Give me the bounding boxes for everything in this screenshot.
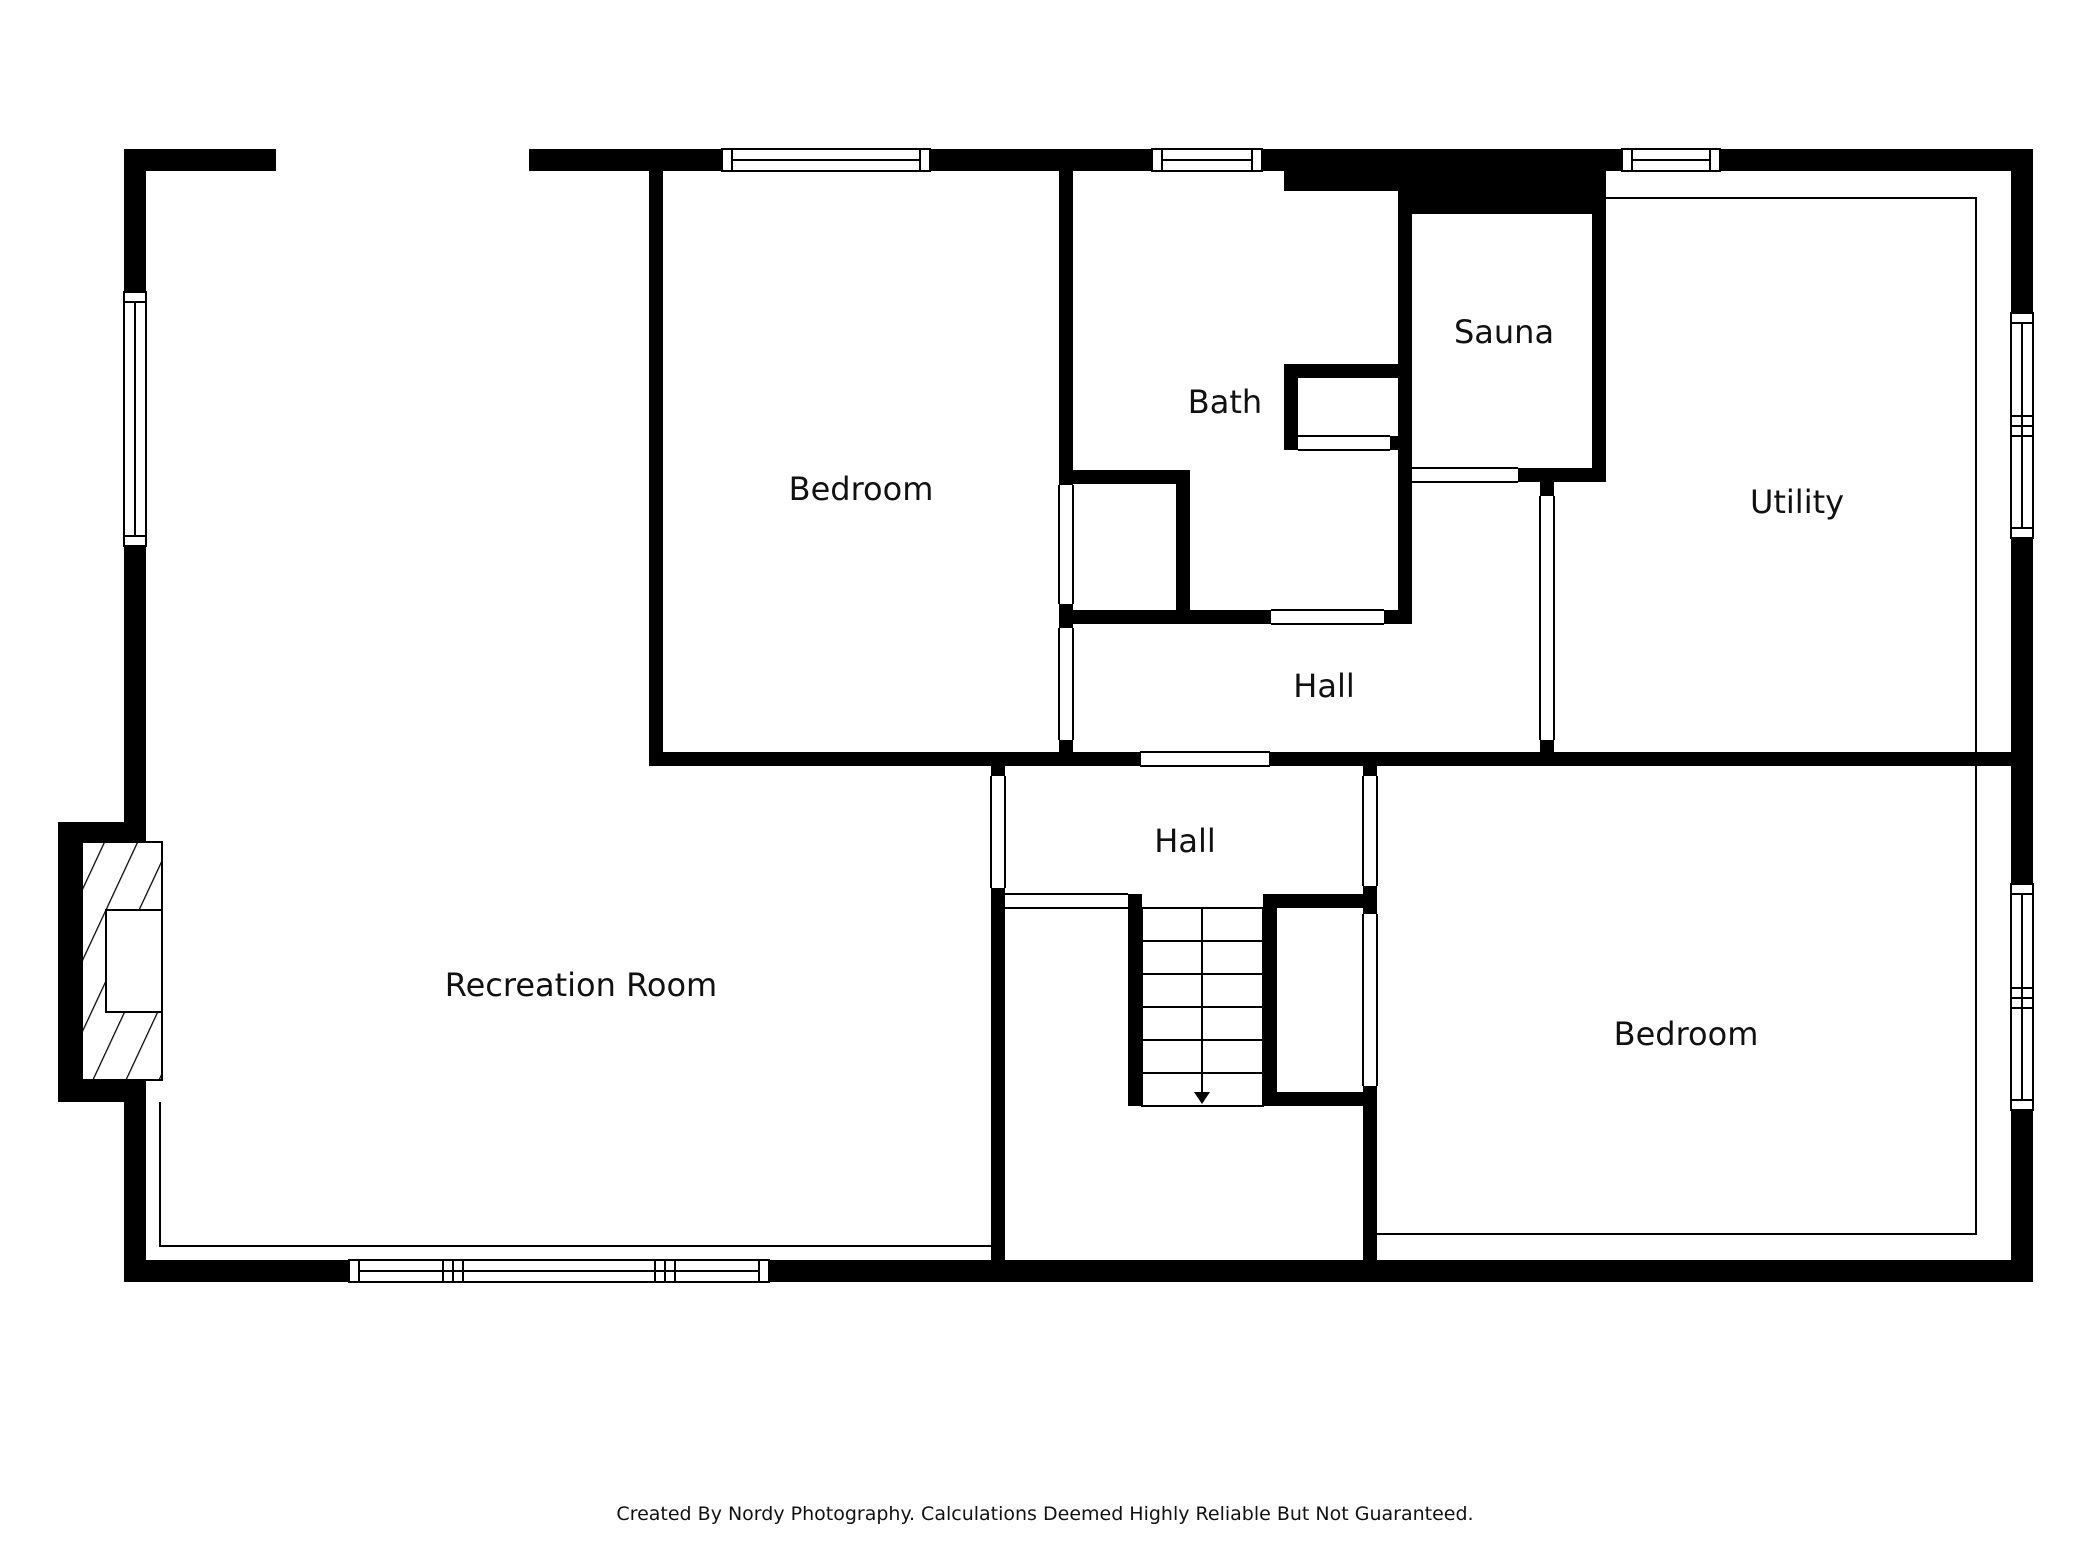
lower-hall-left-wall-lower — [991, 888, 1005, 1282]
utility-left-wall — [1540, 482, 1554, 496]
label-bath: Bath — [1188, 383, 1262, 421]
label-hall-upper: Hall — [1293, 667, 1354, 705]
footer-credit: Created By Nordy Photography. Calculatio… — [616, 1503, 1473, 1525]
bottom-window-frame — [348, 1259, 770, 1283]
top-window-bath-frame — [1151, 148, 1263, 172]
chimney-block-lower — [1400, 149, 1606, 214]
sauna-left-wall — [1398, 190, 1412, 624]
lower-hall-right-wall-lower — [1363, 1086, 1377, 1282]
fireplace-firebox — [105, 909, 163, 1013]
wall-rec-bedroom — [649, 160, 663, 766]
opening-masks — [1141, 611, 1383, 765]
bath-bottom-wall — [1059, 610, 1271, 624]
bath-niche-left — [1284, 364, 1298, 450]
utility-left-wall-lower — [1540, 740, 1554, 766]
bath-niche-stub — [1390, 436, 1404, 450]
top-window-utility-frame — [1621, 148, 1721, 172]
label-bedroom-lower: Bedroom — [1614, 1015, 1759, 1053]
interior-walls — [649, 160, 2011, 1282]
interior-trim — [159, 197, 1977, 1247]
bedroom-lower-inner-outline — [1377, 766, 1977, 1235]
label-hall-lower: Hall — [1154, 822, 1215, 860]
window-frames — [123, 148, 2034, 1283]
bath-niche-top — [1284, 364, 1404, 378]
room-labels: Recreation Room Bedroom Bath Sauna Utili… — [445, 313, 1844, 1053]
fireplace — [58, 822, 163, 1102]
top-opening-rec-room — [276, 149, 529, 171]
sauna-right-wall — [1592, 190, 1606, 482]
label-recreation-room: Recreation Room — [445, 966, 717, 1004]
closet-top-wall — [1059, 470, 1190, 484]
hall-connector-opening — [1141, 753, 1269, 765]
label-sauna: Sauna — [1454, 313, 1554, 351]
closet-stair-bottom — [1263, 1092, 1377, 1106]
bath-top-inner — [1284, 171, 1404, 191]
closet-stair-left — [1263, 894, 1277, 1106]
wall-mid-horizontal — [649, 752, 2011, 766]
closet-stair-top — [1263, 894, 1377, 908]
closet-right-wall — [1176, 470, 1190, 622]
sauna-bottom-wall-right — [1518, 468, 1606, 482]
bath-door-opening — [1272, 611, 1383, 623]
exterior-walls — [124, 149, 2033, 1282]
lower-hall-right-wall-top — [1363, 766, 1377, 776]
wall-bedroom-bath — [1059, 160, 1073, 485]
utility-inner-outline — [1606, 197, 1977, 752]
wall-bedroom-hall-lower — [1059, 740, 1073, 766]
stair-left-wall — [1128, 894, 1142, 1106]
stairs — [1141, 907, 1264, 1107]
stair-left-cap — [1128, 894, 1142, 908]
top-window-bedroom-frame — [721, 148, 931, 172]
left-window-frame — [123, 291, 147, 547]
exterior-openings — [124, 149, 2033, 1282]
stair-down-arrow-icon — [1194, 1092, 1210, 1104]
label-bedroom-upper: Bedroom — [789, 470, 934, 508]
rec-room-inner-outline — [159, 1102, 991, 1247]
label-utility: Utility — [1750, 483, 1844, 521]
lower-hall-left-wall — [991, 766, 1005, 776]
